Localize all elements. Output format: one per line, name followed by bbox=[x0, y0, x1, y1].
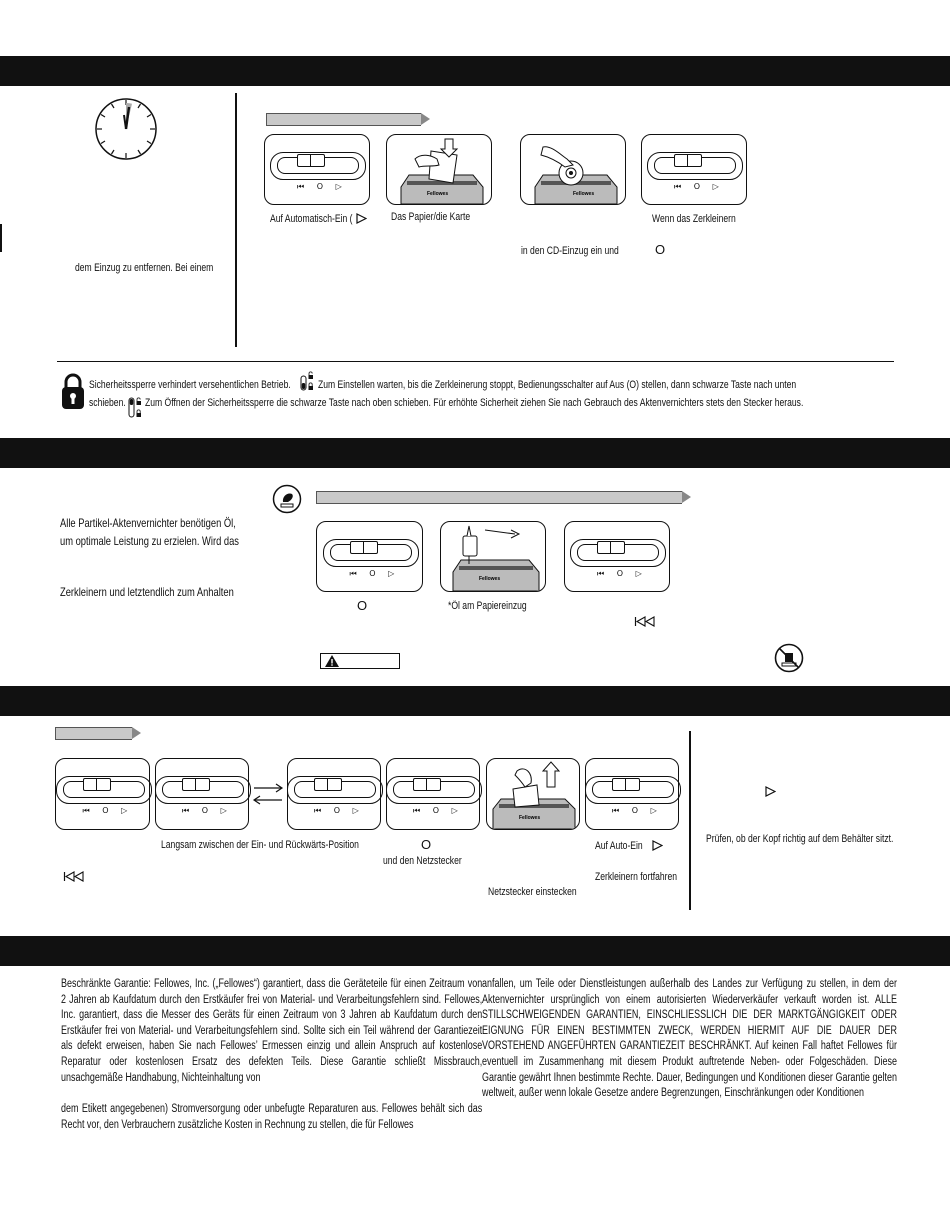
caption-when-done: Wenn das Zerkleinern bbox=[652, 213, 736, 225]
caption-plug: und den Netzstecker bbox=[383, 855, 462, 867]
shredder-jam-illustration: Fellowes bbox=[492, 761, 576, 829]
svg-text:Fellowes: Fellowes bbox=[427, 191, 448, 197]
divider-vertical-3 bbox=[689, 731, 691, 910]
left-text-1: dem Einzug zu entfernen. Bei einem bbox=[75, 262, 214, 274]
caption-paper-card: Das Papier/die Karte bbox=[391, 211, 471, 223]
safety-text-1a: Sicherheitssperre verhindert versehentli… bbox=[89, 379, 291, 391]
oil-panel: Fellowes bbox=[440, 521, 546, 592]
play-icon bbox=[356, 213, 367, 224]
switch-icon bbox=[570, 538, 666, 567]
caption-auto: Auf Auto-Ein bbox=[595, 840, 643, 852]
oil-text-3: Zerkleinern und letztendlich zum Anhalte… bbox=[60, 585, 234, 599]
caption-continue: Zerkleinern fortfahren bbox=[595, 871, 678, 883]
oil-text-1: Alle Partikel-Aktenvernichter benötigen … bbox=[60, 516, 236, 530]
switch-icon bbox=[322, 538, 419, 567]
jam-clear-panel: Fellowes bbox=[486, 758, 580, 830]
reverse-icon bbox=[634, 616, 655, 627]
unlock-switch-icon bbox=[128, 397, 141, 418]
warning-triangle-icon bbox=[325, 655, 339, 667]
off-symbol-3: O bbox=[421, 837, 432, 852]
switch-icon bbox=[155, 776, 251, 804]
sequence-arrow-3 bbox=[55, 727, 141, 740]
switch-panel-reverse: ⏮ O ▷ bbox=[564, 521, 670, 592]
warranty-left-p1: Beschränkte Garantie: Fellowes, Inc. („F… bbox=[61, 978, 483, 1084]
reverse-icon bbox=[63, 871, 84, 882]
warning-label-box bbox=[320, 653, 400, 669]
safety-text-1b: Zum Einstellen warten, bis die Zerkleine… bbox=[318, 379, 797, 391]
caption-slowly: Langsam zwischen der Ein- und Rückwärts-… bbox=[161, 839, 359, 851]
caption-plugin: Netzstecker einstecken bbox=[488, 886, 577, 898]
oil-bottle-icon bbox=[272, 484, 302, 514]
section-header-band-1 bbox=[0, 56, 950, 86]
back-forth-arrows-icon bbox=[252, 783, 284, 805]
section-header-band-3 bbox=[0, 686, 950, 716]
lock-switch-icon bbox=[300, 371, 313, 391]
switch-panel-jam-1: ⏮ O ▷ bbox=[55, 758, 152, 830]
paper-insert-panel: Fellowes bbox=[386, 134, 492, 205]
switch-panel-jam-2: ⏮ O ▷ bbox=[155, 758, 251, 830]
sequence-arrow-1 bbox=[266, 113, 430, 126]
warranty-right-p: anfallen, um Teile oder Dienstleistungen… bbox=[482, 978, 897, 1100]
switch-panel-oil-off: ⏮ O ▷ bbox=[316, 521, 423, 592]
margin-mark bbox=[0, 224, 2, 252]
switch-panel-when-done: ⏮ O ▷ bbox=[641, 134, 747, 205]
switch-panel-jam-off: ⏮ O ▷ bbox=[386, 758, 482, 830]
sequence-arrow-2 bbox=[316, 491, 691, 504]
switch-panel-auto-on: ⏮ O ▷ bbox=[264, 134, 370, 205]
no-aerosol-icon bbox=[774, 643, 804, 673]
caption-oil-feed: *Öl am Papiereinzug bbox=[448, 600, 527, 612]
section-header-band-2 bbox=[0, 438, 950, 468]
svg-text:Fellowes: Fellowes bbox=[519, 815, 540, 821]
caption-cd-slot: in den CD-Einzug ein und bbox=[521, 245, 619, 257]
section-header-band-4 bbox=[0, 936, 950, 966]
cd-insert-panel: Fellowes bbox=[520, 134, 626, 205]
off-symbol-1: O bbox=[655, 242, 666, 257]
oil-text-2: um optimale Leistung zu erzielen. Wird d… bbox=[60, 534, 239, 548]
switch-icon bbox=[386, 776, 482, 804]
caption-check-head: Prüfen, ob der Kopf richtig auf dem Behä… bbox=[706, 833, 894, 845]
clock-icon bbox=[95, 98, 157, 160]
safety-text-2b: Zum Öffnen der Sicherheitssperre die sch… bbox=[145, 397, 804, 409]
switch-icon bbox=[287, 776, 383, 804]
play-icon bbox=[765, 786, 776, 797]
warranty-left-p2: dem Etikett angegebenen) Stromversorgung… bbox=[61, 1103, 483, 1131]
shredder-cd-illustration: Fellowes bbox=[534, 146, 618, 204]
safety-text-2a: schieben. bbox=[89, 397, 126, 409]
shredder-paper-illustration: Fellowes bbox=[400, 138, 484, 204]
play-icon bbox=[652, 840, 663, 851]
switch-icon bbox=[55, 776, 152, 804]
svg-text:Fellowes: Fellowes bbox=[479, 576, 500, 582]
switch-panel-jam-auto: ⏮ O ▷ bbox=[585, 758, 681, 830]
switch-icon bbox=[270, 151, 366, 180]
lock-icon bbox=[62, 373, 84, 409]
svg-text:Fellowes: Fellowes bbox=[573, 191, 594, 197]
switch-icon bbox=[647, 151, 743, 180]
caption-auto-on: Auf Automatisch-Ein ( bbox=[270, 213, 353, 225]
divider-vertical-1 bbox=[235, 93, 237, 347]
off-symbol-2: O bbox=[357, 598, 368, 613]
shredder-oil-illustration: Fellowes bbox=[452, 525, 540, 591]
divider-horizontal-1 bbox=[57, 361, 894, 362]
switch-icon bbox=[585, 776, 681, 804]
switch-panel-jam-3: ⏮ O ▷ bbox=[287, 758, 383, 830]
